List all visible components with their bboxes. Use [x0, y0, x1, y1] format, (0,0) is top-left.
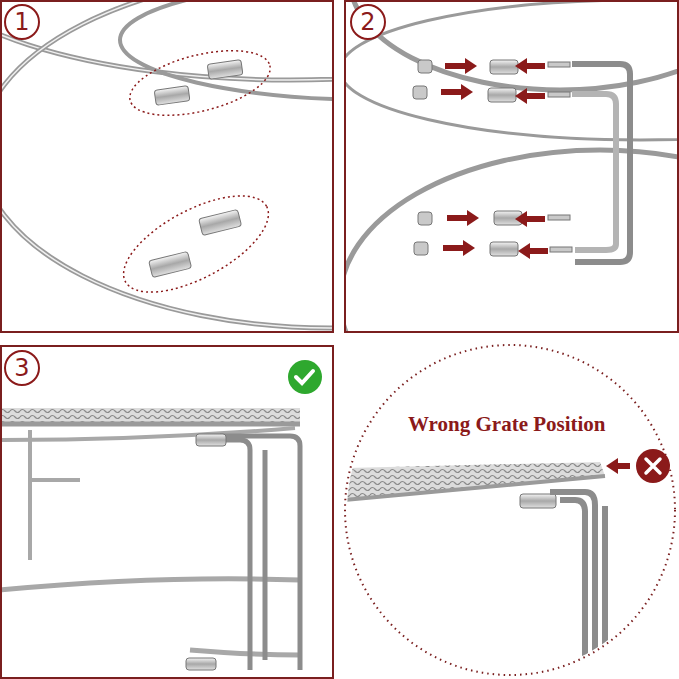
warning-label: Wrong Grate Position [405, 412, 609, 437]
callout-number: 3 [4, 350, 40, 386]
callout-number: 1 [4, 4, 40, 40]
callout-number: 2 [350, 4, 386, 40]
